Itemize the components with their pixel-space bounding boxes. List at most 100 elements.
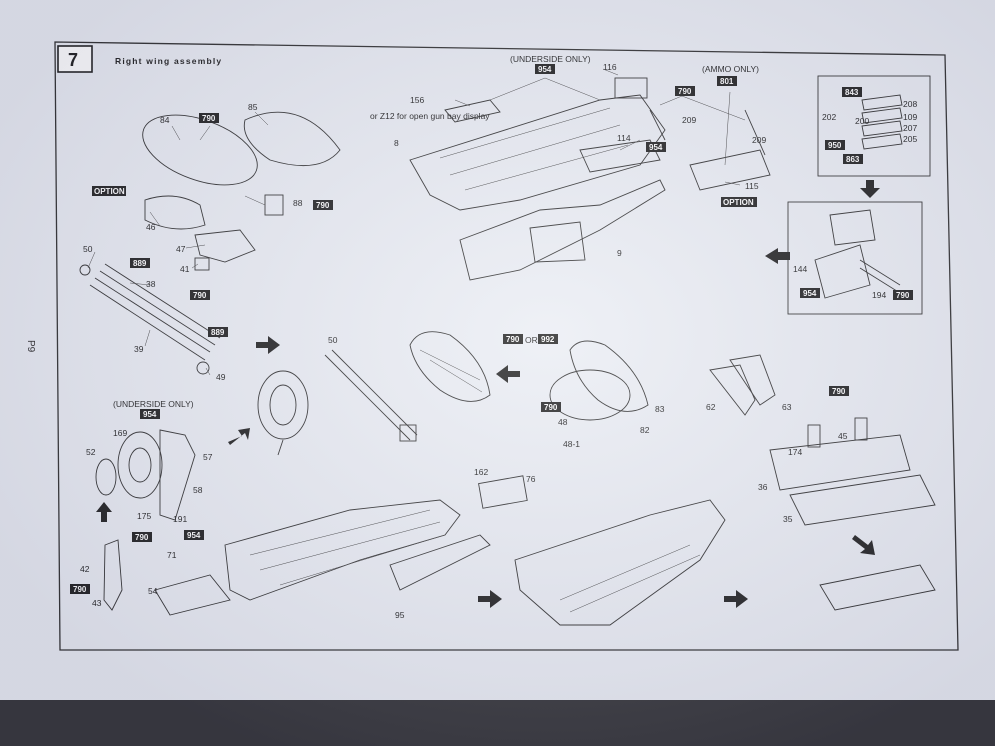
step-title: Right wing assembly — [115, 56, 222, 66]
svg-text:49: 49 — [216, 372, 226, 382]
svg-text:41: 41 — [180, 264, 190, 274]
svg-text:144: 144 — [793, 264, 807, 274]
svg-text:202: 202 — [822, 112, 836, 122]
svg-text:9: 9 — [617, 248, 622, 258]
svg-text:48: 48 — [558, 417, 568, 427]
arrow-diagonal-icon — [852, 535, 875, 555]
flaps-assembly-shape — [769, 417, 936, 526]
svg-text:992: 992 — [541, 335, 555, 344]
svg-text:36: 36 — [758, 482, 768, 492]
page-number: P9 — [25, 340, 36, 353]
labels-middle: 790 OR 992 83 790 48 82 48-1 — [503, 334, 665, 449]
svg-text:790: 790 — [316, 201, 330, 210]
svg-text:954: 954 — [803, 289, 817, 298]
arrow-diagonal-icon — [228, 428, 250, 445]
wing-assembled-shape — [514, 499, 726, 626]
svg-text:790: 790 — [193, 291, 207, 300]
svg-text:48-1: 48-1 — [563, 439, 580, 449]
svg-text:46: 46 — [146, 222, 156, 232]
step-arrows — [228, 336, 875, 608]
svg-text:83: 83 — [655, 404, 665, 414]
nacelle-cone-2-shape — [549, 340, 649, 421]
svg-text:OR: OR — [525, 335, 538, 345]
labels-bottom-center: 162 76 95 — [395, 467, 536, 620]
wheel-tire-shape — [95, 429, 196, 521]
svg-text:954: 954 — [649, 143, 663, 152]
svg-text:790: 790 — [73, 585, 87, 594]
part-54-shape — [154, 574, 231, 616]
svg-text:95: 95 — [395, 610, 405, 620]
svg-text:115: 115 — [745, 181, 759, 191]
svg-text:175: 175 — [137, 511, 151, 521]
svg-text:39: 39 — [134, 344, 144, 354]
svg-text:50: 50 — [83, 244, 93, 254]
svg-text:43: 43 — [92, 598, 102, 608]
svg-text:156: 156 — [410, 95, 424, 105]
svg-text:801: 801 — [720, 77, 734, 86]
svg-text:207: 207 — [903, 123, 917, 133]
svg-text:954: 954 — [187, 531, 201, 540]
part-47-shape — [194, 229, 256, 263]
svg-text:790: 790 — [896, 291, 910, 300]
svg-text:194: 194 — [872, 290, 886, 300]
svg-text:76: 76 — [526, 474, 536, 484]
leader-lines-top-center — [454, 68, 746, 186]
svg-text:114: 114 — [617, 133, 631, 143]
svg-text:863: 863 — [846, 155, 860, 164]
svg-text:790: 790 — [506, 335, 520, 344]
chute-parts — [861, 94, 903, 150]
labels-ammo: 144 954 194 790 — [793, 264, 913, 300]
arrow-right-icon — [256, 336, 280, 354]
svg-text:790: 790 — [202, 114, 216, 123]
svg-text:191: 191 — [173, 514, 187, 524]
gun-barrel-middle — [324, 349, 418, 442]
svg-text:843: 843 — [845, 88, 859, 97]
svg-text:109: 109 — [903, 112, 917, 122]
svg-text:82: 82 — [640, 425, 650, 435]
svg-text:OPTION: OPTION — [94, 187, 125, 196]
svg-text:790: 790 — [544, 403, 558, 412]
part-41-shape — [194, 257, 210, 271]
svg-text:200: 200 — [855, 116, 869, 126]
svg-text:(AMMO ONLY): (AMMO ONLY) — [702, 64, 759, 74]
instruction-page — [0, 0, 995, 712]
part-88-shape — [264, 194, 284, 216]
svg-text:950: 950 — [828, 141, 842, 150]
svg-text:57: 57 — [203, 452, 213, 462]
svg-text:954: 954 — [143, 410, 157, 419]
svg-text:8: 8 — [394, 138, 399, 148]
background-surface — [0, 700, 995, 746]
svg-text:58: 58 — [193, 485, 203, 495]
svg-text:47: 47 — [176, 244, 186, 254]
svg-text:889: 889 — [133, 259, 147, 268]
svg-text:84: 84 — [160, 115, 170, 125]
svg-text:52: 52 — [86, 447, 96, 457]
svg-text:174: 174 — [788, 447, 802, 457]
part-85-shape — [243, 111, 341, 167]
svg-text:790: 790 — [678, 87, 692, 96]
svg-text:954: 954 — [538, 65, 552, 74]
svg-text:35: 35 — [783, 514, 793, 524]
nacelle-cone-shape — [409, 331, 491, 402]
svg-text:162: 162 — [474, 467, 488, 477]
main-wheel-shape — [257, 370, 309, 456]
leader-lines-left — [87, 111, 269, 376]
part-46-shape — [144, 195, 206, 230]
svg-text:208: 208 — [903, 99, 917, 109]
svg-text:116: 116 — [603, 62, 617, 72]
arrow-down-icon — [860, 180, 880, 198]
svg-text:205: 205 — [903, 134, 917, 144]
arrow-left-icon — [496, 365, 520, 383]
label-63: 63 — [782, 402, 792, 412]
svg-text:790: 790 — [135, 533, 149, 542]
svg-text:54: 54 — [148, 586, 158, 596]
label-50b: 50 — [328, 335, 338, 345]
wing-lower-shape — [224, 475, 528, 601]
svg-text:88: 88 — [293, 198, 303, 208]
wing-upper-shape — [409, 77, 771, 281]
svg-text:42: 42 — [80, 564, 90, 574]
landing-gear-right-shape — [709, 354, 776, 416]
svg-text:(UNDERSIDE ONLY): (UNDERSIDE ONLY) — [510, 54, 591, 64]
svg-text:45: 45 — [838, 431, 848, 441]
